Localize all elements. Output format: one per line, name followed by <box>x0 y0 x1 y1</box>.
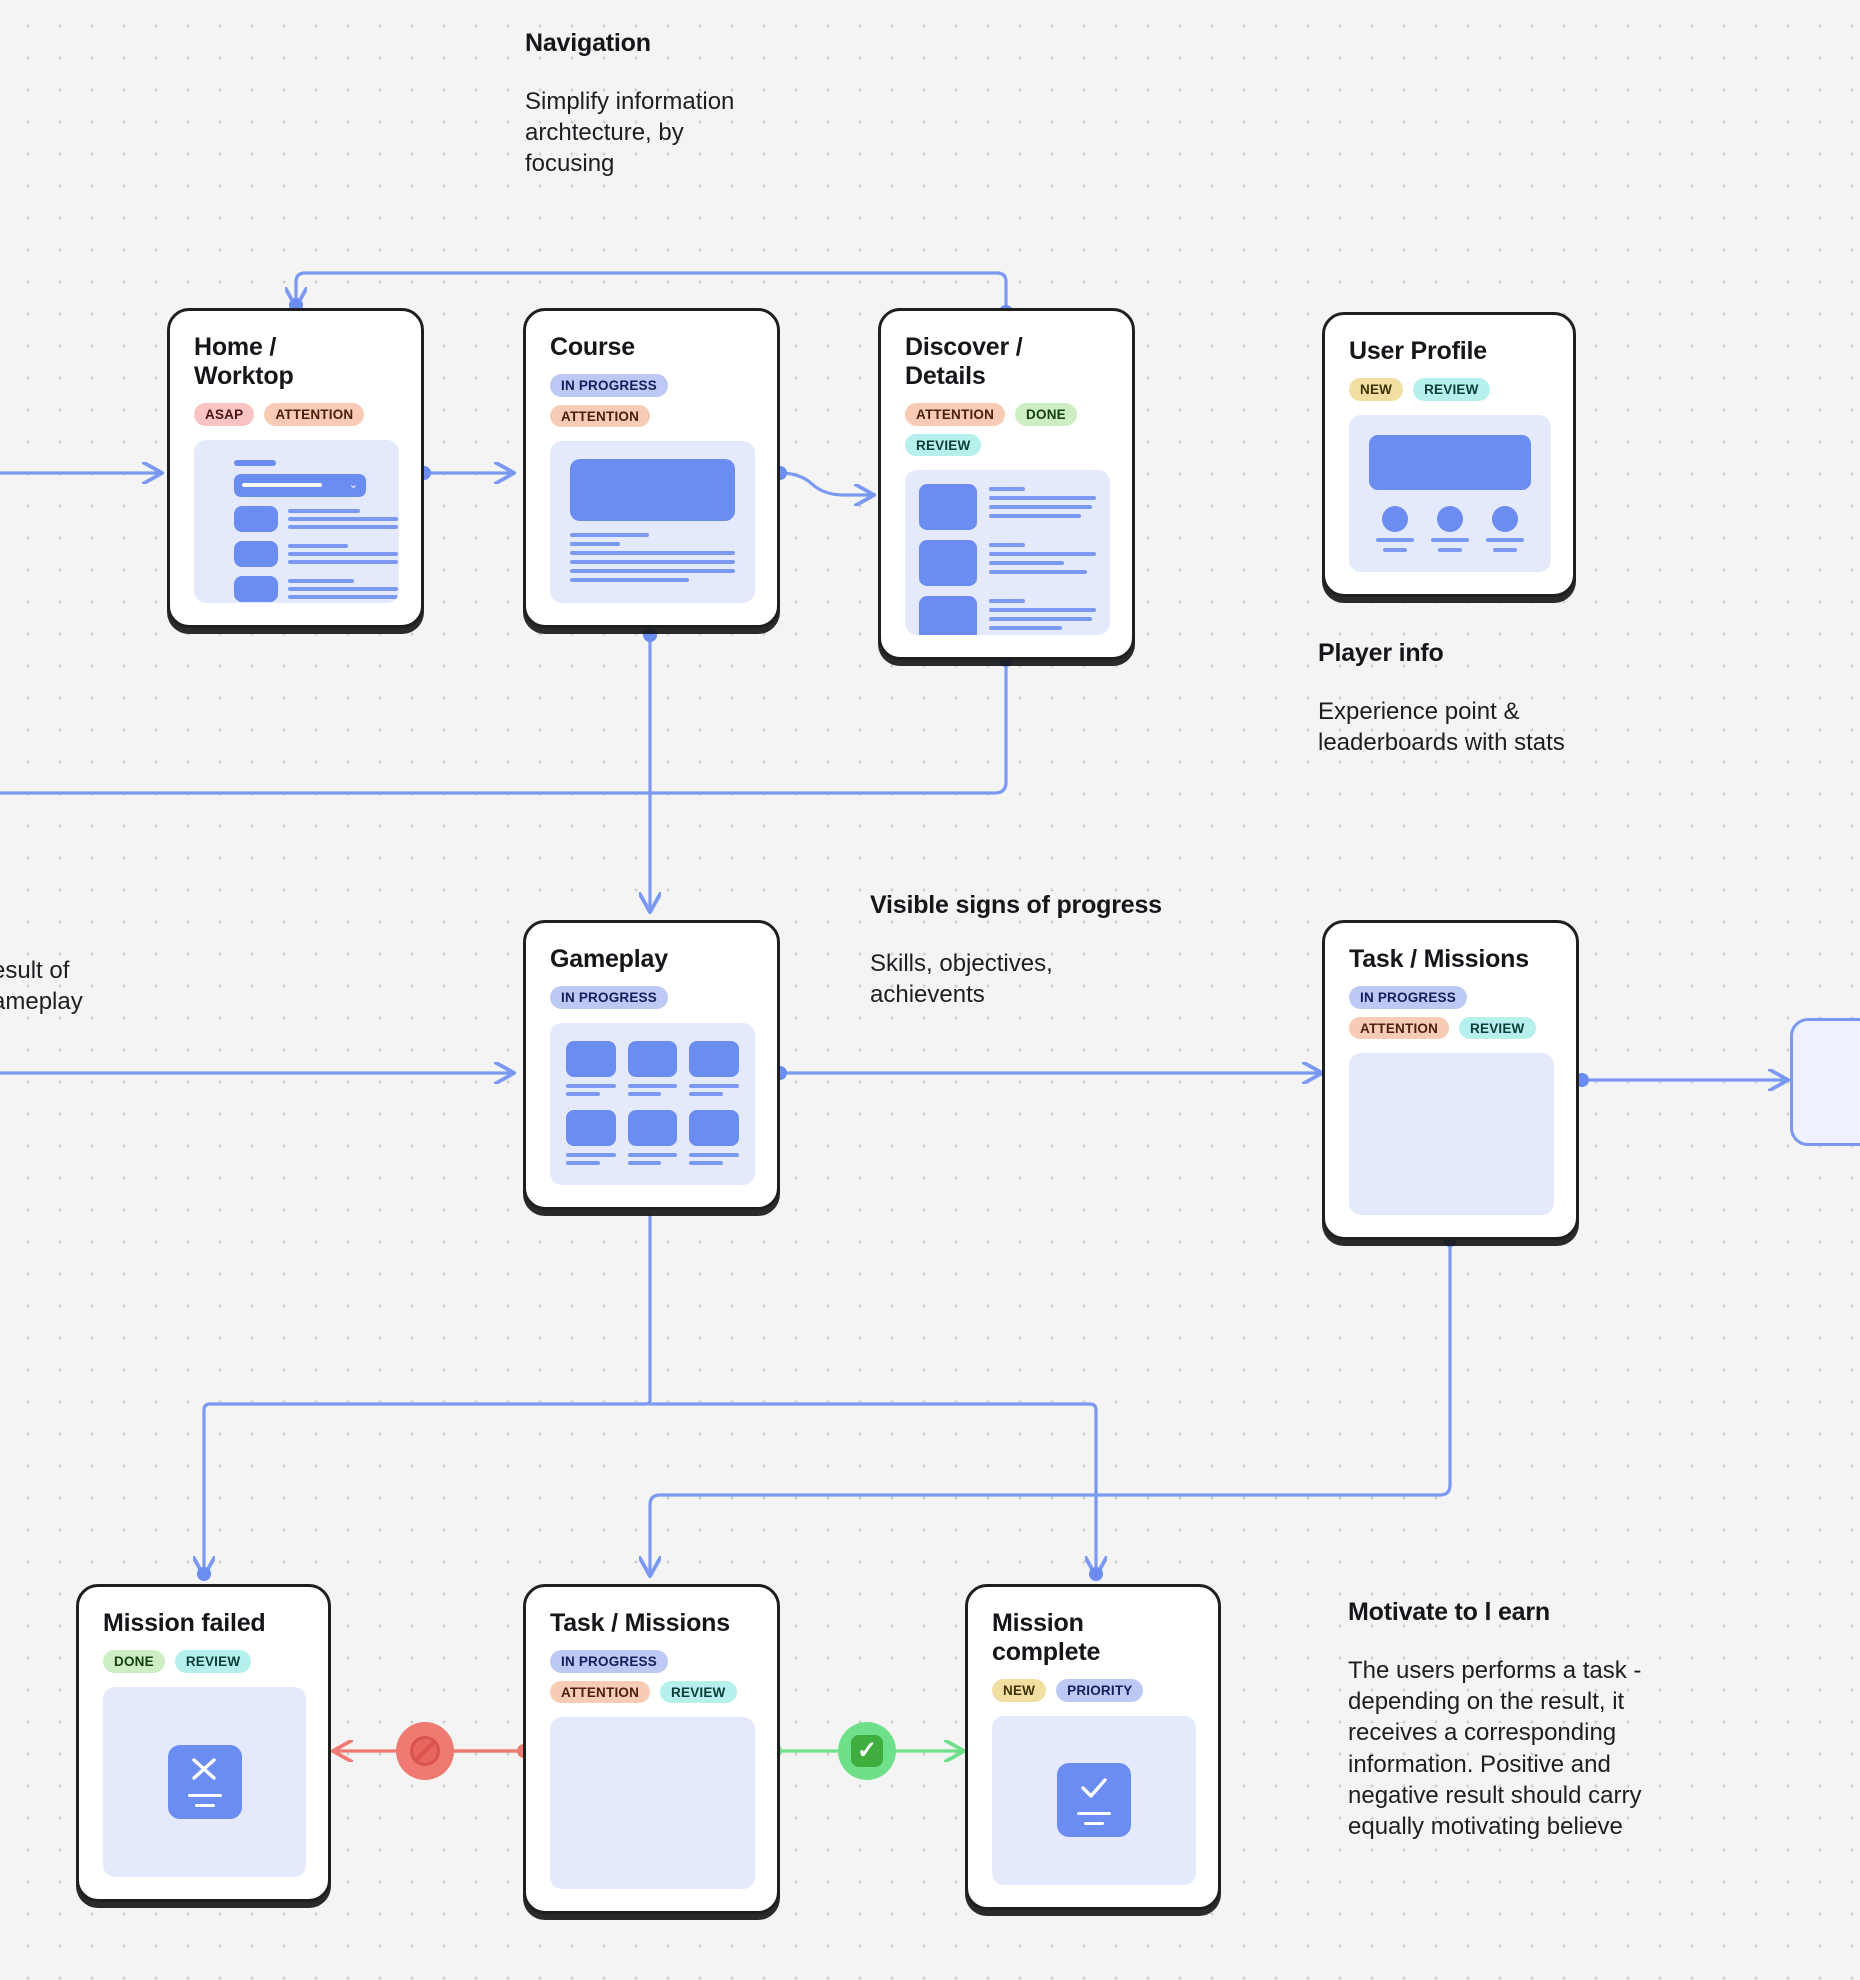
node-user-profile[interactable]: User Profile NEW REVIEW <box>1322 312 1576 597</box>
node-course[interactable]: Course IN PROGRESS ATTENTION <box>523 308 780 628</box>
tag-priority[interactable]: PRIORITY <box>1056 1679 1144 1702</box>
node-home-worktop-wireframe: ⌄ <box>194 439 399 603</box>
node-course-title: Course <box>550 333 635 361</box>
note-result: esult of ameplay <box>0 955 252 1017</box>
note-player-info-title: Player info <box>1318 639 1444 667</box>
node-mission-failed[interactable]: Mission failed DONE REVIEW <box>76 1584 331 1902</box>
node-course-tags: IN PROGRESS ATTENTION <box>550 374 755 427</box>
note-progress-body: Skills, objectives, achievents <box>870 950 1053 1009</box>
note-player-info-body: Experience point & leaderboards with sta… <box>1318 698 1565 757</box>
node-gameplay[interactable]: Gameplay IN PROGRESS <box>523 920 780 1210</box>
node-gameplay-title: Gameplay <box>550 945 668 973</box>
tag-attention[interactable]: ATTENTION <box>905 403 1006 426</box>
node-mission-complete-tags: NEW PRIORITY <box>992 1679 1196 1702</box>
tag-attention[interactable]: ATTENTION <box>264 403 365 426</box>
node-task-missions-bottom[interactable]: Task / Missions IN PROGRESS ATTENTION RE… <box>523 1584 780 1914</box>
node-home-worktop[interactable]: Home / Worktop ASAP ATTENTION ⌄ <box>167 308 424 628</box>
tag-done[interactable]: DONE <box>1015 403 1077 426</box>
note-motivate: Motivate to l earn The users performs a … <box>1348 1597 1778 1842</box>
note-navigation-title: Navigation <box>525 29 651 57</box>
tag-attention[interactable]: ATTENTION <box>550 1680 651 1703</box>
node-discover-details[interactable]: Discover / Details ATTENTION DONE REVIEW <box>878 308 1135 660</box>
node-task-missions-right-wireframe <box>1349 1053 1554 1215</box>
note-navigation: Navigation Simplify information archtect… <box>525 28 835 180</box>
node-user-profile-tags: NEW REVIEW <box>1349 378 1551 401</box>
tag-asap[interactable]: ASAP <box>194 403 255 426</box>
tag-done[interactable]: DONE <box>103 1650 165 1673</box>
node-home-worktop-tags: ASAP ATTENTION <box>194 403 399 426</box>
stop-sign-icon <box>396 1722 454 1780</box>
node-task-missions-bottom-wireframe <box>550 1717 755 1889</box>
node-mission-failed-title: Mission failed <box>103 1609 266 1637</box>
tag-review[interactable]: REVIEW <box>1459 1016 1536 1039</box>
note-result-body: esult of ameplay <box>0 957 83 1016</box>
tag-attention[interactable]: ATTENTION <box>1349 1016 1450 1039</box>
wireframe-dropdown: ⌄ <box>234 473 366 497</box>
tag-in-progress[interactable]: IN PROGRESS <box>550 374 668 397</box>
note-motivate-title: Motivate to l earn <box>1348 1598 1550 1626</box>
offscreen-node-preview <box>1790 1018 1860 1146</box>
tag-new[interactable]: NEW <box>1349 378 1404 401</box>
node-mission-complete-title: Mission complete <box>992 1609 1101 1666</box>
node-mission-complete[interactable]: Mission complete NEW PRIORITY <box>965 1584 1221 1910</box>
note-navigation-body: Simplify information archtecture, by foc… <box>525 88 735 178</box>
node-task-missions-right[interactable]: Task / Missions IN PROGRESS ATTENTION RE… <box>1322 920 1579 1240</box>
node-discover-details-wireframe <box>905 470 1110 635</box>
tag-attention[interactable]: ATTENTION <box>550 404 651 427</box>
tag-in-progress[interactable]: IN PROGRESS <box>1349 986 1467 1009</box>
node-user-profile-wireframe <box>1349 414 1551 572</box>
node-task-missions-right-tags: IN PROGRESS ATTENTION REVIEW <box>1349 986 1554 1039</box>
note-player-info: Player info Experience point & leaderboa… <box>1318 638 1698 758</box>
node-user-profile-title: User Profile <box>1349 337 1487 365</box>
note-progress: Visible signs of progress Skills, object… <box>870 890 1290 1010</box>
tag-new[interactable]: NEW <box>992 1679 1047 1702</box>
check-circle-icon: ✓ <box>838 1722 896 1780</box>
check-mark-icon <box>1057 1763 1131 1838</box>
node-gameplay-wireframe <box>550 1022 755 1185</box>
node-home-worktop-title: Home / Worktop <box>194 333 294 390</box>
node-task-missions-bottom-title: Task / Missions <box>550 1609 730 1637</box>
node-course-wireframe <box>550 441 755 603</box>
tag-in-progress[interactable]: IN PROGRESS <box>550 986 668 1009</box>
x-mark-icon <box>167 1744 242 1819</box>
node-discover-details-tags: ATTENTION DONE REVIEW <box>905 403 1110 456</box>
node-mission-failed-tags: DONE REVIEW <box>103 1650 306 1673</box>
note-progress-title: Visible signs of progress <box>870 891 1162 919</box>
tag-review[interactable]: REVIEW <box>174 1650 252 1673</box>
node-discover-details-title: Discover / Details <box>905 333 1023 390</box>
node-task-missions-bottom-tags: IN PROGRESS ATTENTION REVIEW <box>550 1650 755 1703</box>
tag-review[interactable]: REVIEW <box>660 1680 737 1703</box>
tag-review[interactable]: REVIEW <box>1413 378 1490 401</box>
tag-in-progress[interactable]: IN PROGRESS <box>550 1650 668 1673</box>
node-mission-complete-wireframe <box>992 1715 1196 1885</box>
node-gameplay-tags: IN PROGRESS <box>550 986 755 1009</box>
node-task-missions-right-title: Task / Missions <box>1349 945 1529 973</box>
tag-review[interactable]: REVIEW <box>905 433 982 456</box>
note-motivate-body: The users performs a task - depending on… <box>1348 1657 1642 1840</box>
node-mission-failed-wireframe <box>103 1686 306 1877</box>
